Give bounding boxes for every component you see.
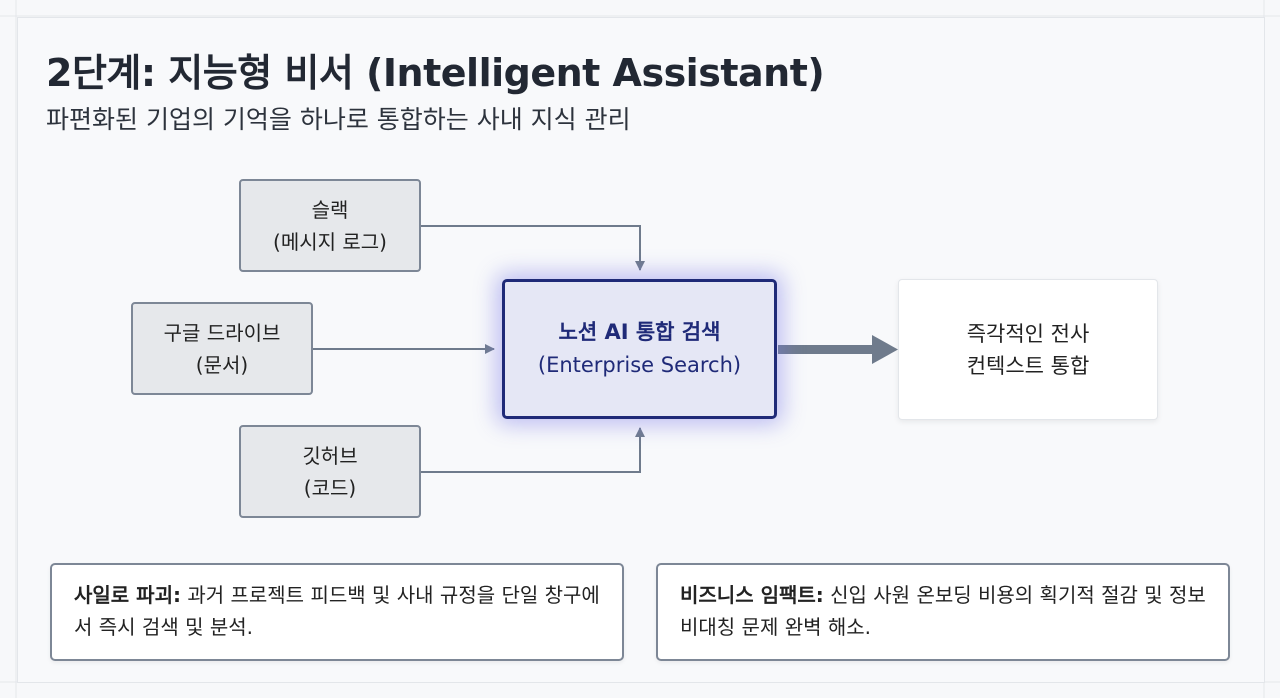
page-title: 2단계: 지능형 비서 (Intelligent Assistant) — [46, 51, 825, 95]
output-line-1: 즉각적인 전사 — [966, 321, 1090, 346]
output-line-2: 컨텍스트 통합 — [966, 353, 1090, 378]
callout-impact-label: 비즈니스 임팩트: — [680, 583, 824, 607]
source-node-google-drive: 구글 드라이브 (문서) — [131, 302, 313, 395]
callout-silo-breaking: 사일로 파괴: 과거 프로젝트 피드백 및 사내 규정을 단일 창구에서 즉시 … — [50, 563, 624, 661]
arrow-slack-to-hub — [420, 225, 645, 271]
source-node-github: 깃허브 (코드) — [239, 425, 421, 518]
page-subtitle: 파편화된 기업의 기억을 하나로 통합하는 사내 지식 관리 — [46, 105, 631, 134]
hub-title: 노션 AI 통합 검색 — [558, 320, 721, 344]
arrow-github-to-hub — [420, 427, 645, 473]
source-node-slack: 슬랙 (메시지 로그) — [239, 179, 421, 272]
source-slack-detail: (메시지 로그) — [273, 229, 387, 254]
source-github-detail: (코드) — [303, 475, 357, 500]
source-drive-detail: (문서) — [195, 352, 249, 377]
source-slack-name: 슬랙 — [311, 197, 349, 222]
output-node: 즉각적인 전사 컨텍스트 통합 — [898, 279, 1158, 420]
arrow-hub-to-output — [778, 335, 898, 364]
callout-business-impact: 비즈니스 임팩트: 신입 사원 온보딩 비용의 획기적 절감 및 정보 비대칭 … — [656, 563, 1230, 661]
callout-silo-label: 사일로 파괴: — [74, 583, 181, 607]
hub-node-notion-ai: 노션 AI 통합 검색 (Enterprise Search) — [502, 279, 777, 419]
source-drive-name: 구글 드라이브 — [163, 320, 281, 345]
source-github-name: 깃허브 — [302, 443, 358, 468]
callout-silo-text: 과거 프로젝트 피드백 및 사내 규정을 단일 창구에서 즉시 검색 및 분석. — [74, 583, 600, 639]
hub-subtitle: (Enterprise Search) — [537, 353, 742, 377]
callout-impact-text: 신입 사원 온보딩 비용의 획기적 절감 및 정보 비대칭 문제 완벽 해소. — [680, 583, 1206, 639]
